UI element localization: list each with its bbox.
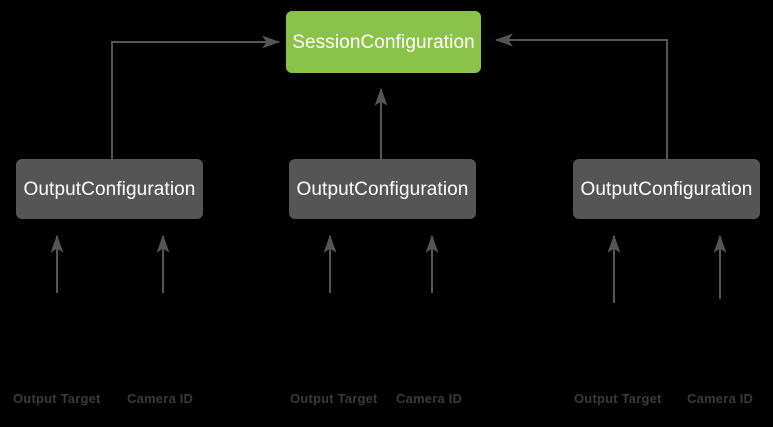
session-configuration-node[interactable]: SessionConfiguration	[286, 11, 481, 73]
camera-id-label-3: Camera ID	[687, 391, 754, 406]
output-configuration-node-3[interactable]: OutputConfiguration	[573, 159, 760, 219]
camera-id-label-2: Camera ID	[396, 391, 463, 406]
edge-output1-to-session	[111, 35, 281, 159]
session-configuration-label: SessionConfiguration	[292, 31, 475, 53]
output-configuration-label-2: OutputConfiguration	[296, 178, 469, 200]
output-configuration-label-1: OutputConfiguration	[23, 178, 196, 200]
output-target-label-1: Output Target	[13, 391, 101, 406]
output-target-label-3: Output Target	[574, 391, 662, 406]
camera-id-label-1: Camera ID	[127, 391, 194, 406]
output-target-label-2: Output Target	[290, 391, 378, 406]
output-configuration-node-1[interactable]: OutputConfiguration	[16, 159, 203, 219]
output-configuration-node-2[interactable]: OutputConfiguration	[289, 159, 476, 219]
output-configuration-label-3: OutputConfiguration	[580, 178, 753, 200]
edge-output3-to-session	[494, 33, 668, 159]
